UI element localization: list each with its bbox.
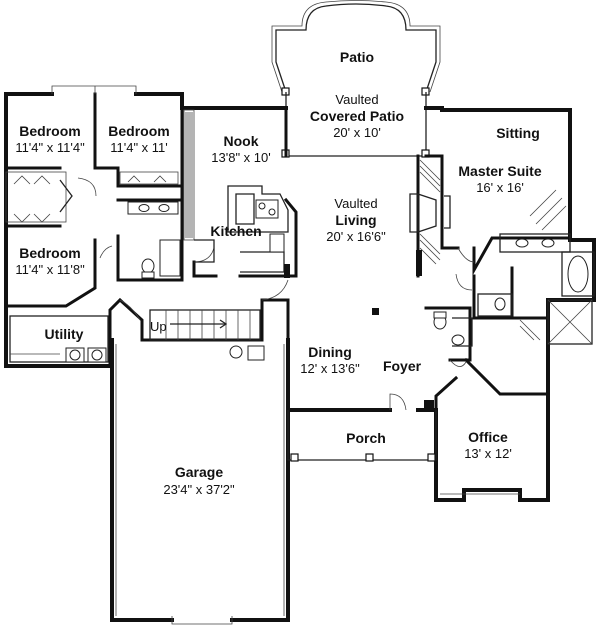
stair-up-label: Up	[150, 319, 167, 334]
utility-fixtures	[9, 315, 109, 363]
garage-size: 23'4" x 37'2"	[163, 482, 235, 497]
kitchen-label: Kitchen	[210, 223, 261, 239]
porch-label: Porch	[346, 430, 386, 446]
bedroom-1-label: Bedroom	[19, 123, 80, 139]
bedroom-2-label: Bedroom	[108, 123, 169, 139]
master-bath	[451, 189, 595, 347]
stair: Up	[149, 309, 261, 341]
garage-label: Garage	[175, 464, 223, 480]
covered-patio-qualifier: Vaulted	[335, 92, 378, 107]
covered-patio-size: 20' x 10'	[333, 125, 381, 140]
foyer-label: Foyer	[383, 358, 422, 374]
master-suite-label: Master Suite	[458, 163, 541, 179]
bedroom-3-size: 11'4" x 11'8"	[15, 262, 85, 277]
living-column	[372, 308, 379, 315]
living-label: Living	[335, 212, 376, 228]
shared-bathroom	[127, 201, 181, 279]
bedroom-closets	[5, 85, 179, 223]
dining-label: Dining	[308, 344, 352, 360]
office-size: 13' x 12'	[464, 446, 512, 461]
living-size: 20' x 16'6"	[326, 229, 386, 244]
nook-label: Nook	[224, 133, 259, 149]
dining-size: 12' x 13'6"	[300, 361, 360, 376]
office-label: Office	[468, 429, 508, 445]
bedroom-1-size: 11'4" x 11'4"	[15, 140, 85, 155]
nook-size: 13'8" x 10'	[211, 150, 270, 165]
room-labels: Patio Vaulted Covered Patio 20' x 10' Si…	[15, 49, 542, 497]
bedroom-2-size: 11'4" x 11'	[110, 140, 168, 155]
garage-fixtures	[115, 344, 285, 625]
patio-label: Patio	[340, 49, 374, 65]
porch-outline	[287, 410, 437, 462]
sitting-label: Sitting	[496, 125, 540, 141]
fireplace	[409, 159, 451, 265]
kitchen-fixtures	[183, 109, 289, 273]
powder-room	[433, 311, 447, 330]
master-suite-size: 16' x 16'	[476, 180, 524, 195]
patio-outline	[271, 0, 441, 96]
bedroom-3-label: Bedroom	[19, 245, 80, 261]
covered-patio-label: Covered Patio	[310, 108, 404, 124]
wall-stubs	[284, 250, 434, 410]
utility-label: Utility	[45, 326, 84, 342]
living-qualifier: Vaulted	[334, 196, 377, 211]
